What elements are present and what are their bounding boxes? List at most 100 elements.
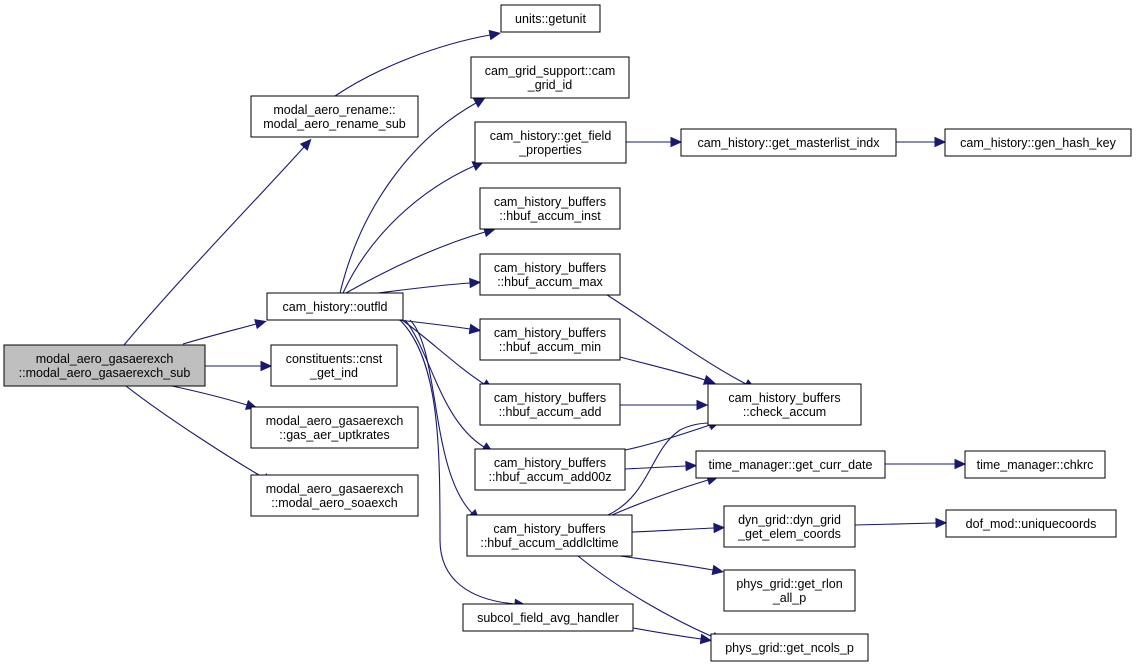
node-subcol[interactable]: subcol_field_avg_handler — [462, 603, 634, 632]
edge-line — [603, 292, 747, 385]
node-getunit[interactable]: units::getunit — [500, 4, 601, 33]
node-label-line: dof_mod::uniquecoords — [966, 517, 1097, 531]
node-box — [710, 633, 869, 662]
node-box — [707, 383, 862, 426]
node-min[interactable]: cam_history_buffers::hbuf_accum_min — [479, 318, 621, 361]
edge-outfld-to-getfield — [342, 161, 485, 294]
node-uptk[interactable]: modal_aero_gasaerexch::gas_aer_uptkrates — [250, 406, 419, 449]
node-box — [723, 569, 856, 612]
arrowhead-icon — [935, 517, 948, 529]
edge-masterlist-to-hashkey — [896, 136, 947, 148]
node-box — [474, 448, 626, 491]
node-label-line: cam_history::get_field — [490, 129, 612, 143]
node-label-line: ::hbuf_accum_max — [497, 275, 603, 289]
node-elemcoords[interactable]: dyn_grid::dyn_grid_get_elem_coords — [723, 505, 856, 548]
edge-max-to-checkaccum — [603, 292, 756, 390]
node-getfield[interactable]: cam_history::get_field_properties — [474, 121, 627, 164]
arrowhead-icon — [696, 399, 709, 411]
node-rename[interactable]: modal_aero_rename::modal_aero_rename_sub — [250, 95, 419, 138]
edge-line — [345, 231, 486, 294]
edge-rename-to-getunit — [334, 29, 502, 97]
node-label-line: modal_aero_gasaerexch — [36, 352, 174, 366]
arrowhead-icon — [711, 564, 725, 576]
arrowhead-icon — [954, 458, 967, 470]
node-box — [250, 406, 419, 449]
arrowhead-icon — [299, 138, 312, 151]
node-label-line: cam_history::gen_hash_key — [960, 136, 1116, 150]
arrowhead-icon — [468, 323, 482, 335]
node-label-line: ::hbuf_accum_min — [499, 340, 601, 354]
node-label-line: modal_aero_gasaerexch — [266, 482, 404, 496]
node-label-line: ::hbuf_accum_add00z — [488, 470, 611, 484]
node-label-line: ::hbuf_accum_add — [499, 405, 602, 419]
node-rlon[interactable]: phys_grid::get_rlon_all_p — [723, 569, 856, 612]
node-box — [266, 292, 404, 321]
node-box — [944, 128, 1132, 157]
edge-line — [619, 356, 706, 381]
node-box — [462, 603, 634, 632]
node-label-line: cam_history::get_masterlist_indx — [697, 136, 880, 150]
node-label-line: ::hbuf_accum_inst — [499, 209, 601, 223]
edge-line — [624, 424, 711, 451]
node-label-line: ::modal_aero_gasaerexch_sub — [19, 366, 191, 380]
node-box — [964, 450, 1106, 479]
node-label-line: cam_history::outfld — [283, 300, 388, 314]
node-outfld[interactable]: cam_history::outfld — [266, 292, 404, 321]
node-unique[interactable]: dof_mod::uniquecoords — [945, 509, 1117, 538]
node-box — [680, 128, 897, 157]
node-ncols[interactable]: phys_grid::get_ncols_p — [710, 633, 869, 662]
node-inst[interactable]: cam_history_buffers::hbuf_accum_inst — [479, 187, 621, 230]
node-soa[interactable]: modal_aero_gasaerexch::modal_aero_soaexc… — [250, 474, 419, 517]
edge-line — [125, 385, 265, 479]
node-label-line: phys_grid::get_ncols_p — [725, 641, 854, 655]
node-label-line: _grid_id — [527, 78, 573, 92]
node-label-line: cam_history_buffers — [494, 326, 606, 340]
edge-root-to-cnst — [205, 360, 273, 372]
edge-outfld-to-max — [377, 277, 482, 294]
edge-line — [611, 479, 709, 516]
arrowhead-icon — [488, 29, 502, 41]
node-masterlist[interactable]: cam_history::get_masterlist_indx — [680, 128, 897, 157]
node-max[interactable]: cam_history_buffers::hbuf_accum_max — [479, 253, 621, 296]
edge-line — [339, 102, 477, 294]
node-label-line: cam_history_buffers — [494, 261, 606, 275]
node-label-line: phys_grid::get_rlon — [736, 577, 842, 591]
arrowhead-icon — [260, 360, 273, 372]
arrowhead-icon — [469, 277, 482, 289]
node-currdate[interactable]: time_manager::get_curr_date — [695, 450, 886, 479]
edge-line — [409, 319, 473, 514]
edge-elemcoords-to-unique — [854, 517, 948, 529]
node-label-line: time_manager::chkrc — [977, 458, 1094, 472]
edge-add00z-to-checkaccum — [624, 420, 721, 451]
node-box — [479, 187, 621, 230]
node-root[interactable]: modal_aero_gasaerexch::modal_aero_gasaer… — [3, 344, 206, 387]
edge-getfield-to-masterlist — [626, 136, 683, 148]
arrowhead-icon — [472, 97, 486, 108]
node-checkaccum[interactable]: cam_history_buffers::check_accum — [707, 383, 862, 426]
edge-line — [854, 522, 937, 526]
edge-line — [334, 34, 491, 97]
node-label-line: modal_aero_rename_sub — [263, 117, 406, 131]
node-hashkey[interactable]: cam_history::gen_hash_key — [944, 128, 1132, 157]
edge-line — [631, 527, 715, 533]
node-add[interactable]: cam_history_buffers::hbuf_accum_add — [479, 383, 621, 426]
edge-line — [123, 146, 305, 346]
node-chkrc[interactable]: time_manager::chkrc — [964, 450, 1106, 479]
node-box — [466, 514, 633, 557]
edge-addlcl-to-elemcoords — [631, 522, 726, 534]
node-addlcl[interactable]: cam_history_buffers::hbuf_accum_addlclti… — [466, 514, 633, 557]
node-cnst[interactable]: constituents::cnst_get_ind — [270, 344, 398, 387]
node-add00z[interactable]: cam_history_buffers::hbuf_accum_add00z — [474, 448, 626, 491]
node-label-line: _get_ind — [309, 366, 358, 380]
arrowhead-icon — [699, 633, 713, 645]
edge-line — [404, 319, 485, 448]
node-label-line: cam_history_buffers — [494, 195, 606, 209]
arrowhead-icon — [702, 374, 716, 385]
node-gridid[interactable]: cam_grid_support::cam_grid_id — [470, 56, 630, 99]
arrowhead-icon — [934, 136, 947, 148]
node-box — [695, 450, 886, 479]
node-label-line: modal_aero_gasaerexch — [266, 414, 404, 428]
node-label-line: _get_elem_coords — [737, 527, 841, 541]
node-label-line: cam_history_buffers — [493, 522, 605, 536]
arrowhead-icon — [670, 136, 683, 148]
